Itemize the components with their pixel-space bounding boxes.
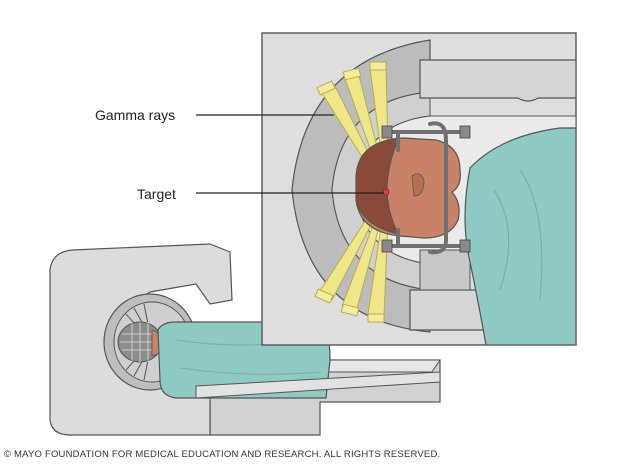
detail-inset: [261, 32, 577, 346]
overview-machine: [49, 243, 441, 436]
machine-upper-block: [419, 59, 576, 102]
target-point: [382, 188, 390, 196]
copyright-notice: © MAYO FOUNDATION FOR MEDICAL EDUCATION …: [4, 449, 441, 460]
gamma-rays-label: Gamma rays: [95, 107, 176, 123]
target-label: Target: [137, 186, 176, 202]
detail-hair: [355, 137, 401, 235]
head-frame-icon: [386, 121, 468, 255]
detail-gown: [464, 127, 576, 345]
